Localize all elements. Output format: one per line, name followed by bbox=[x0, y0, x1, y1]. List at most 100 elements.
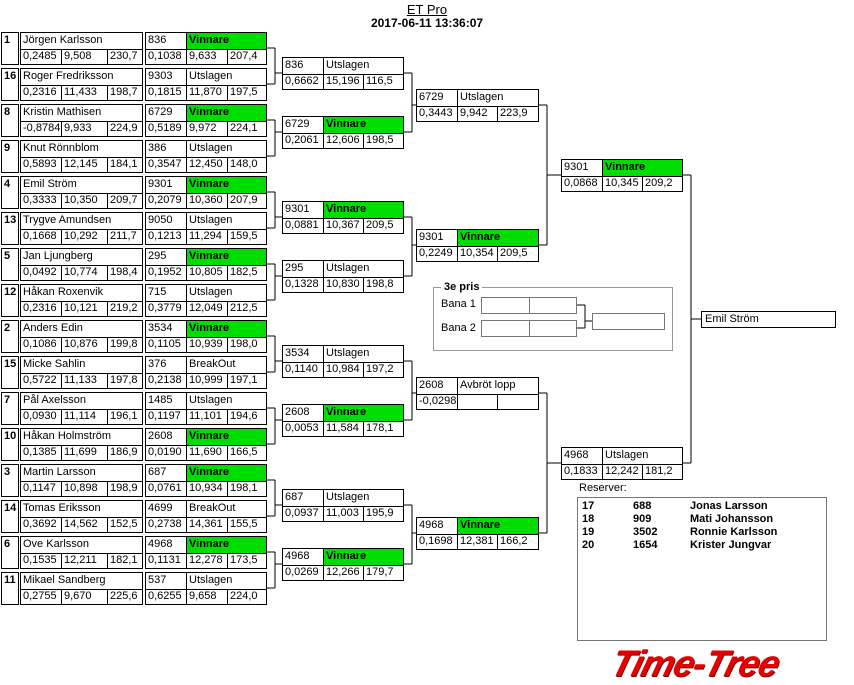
elapsed-time: 9,942 bbox=[457, 106, 497, 122]
driver-name: Pål Axelsson bbox=[23, 394, 86, 406]
result-status: Utslagen bbox=[186, 573, 266, 589]
reaction-time: 0,0053 bbox=[285, 422, 319, 434]
reaction-time: 0,2316 bbox=[23, 86, 57, 98]
driver-name: Jan Ljungberg bbox=[23, 250, 93, 262]
elapsed-time: 10,876 bbox=[61, 337, 107, 353]
speed: 211,7 bbox=[107, 229, 142, 245]
reaction-time: 0,2061 bbox=[285, 134, 319, 146]
lane-2-field[interactable] bbox=[481, 320, 577, 337]
reaction-time: 0,3692 bbox=[23, 518, 57, 530]
elapsed-time: 15,196 bbox=[323, 74, 363, 90]
reaction-time: 0,2138 bbox=[148, 374, 182, 386]
speed: 198,0 bbox=[227, 337, 266, 353]
elapsed-time: 10,121 bbox=[61, 301, 107, 317]
car-number: 2608 bbox=[285, 406, 310, 418]
seed-number: 15 bbox=[1, 356, 19, 389]
reserves-label: Reserver: bbox=[579, 482, 627, 494]
car-number: 1485 bbox=[148, 394, 173, 406]
reserve-no: 19 bbox=[582, 526, 595, 538]
speed: 197,8 bbox=[107, 373, 142, 389]
driver-name: Micke Sahlin bbox=[23, 358, 86, 370]
result-status: Vinnare bbox=[323, 549, 403, 565]
elapsed-time: 10,345 bbox=[602, 176, 642, 192]
elapsed-time: 11,133 bbox=[61, 373, 107, 389]
elapsed-time: 9,508 bbox=[61, 49, 107, 65]
speed: 198,9 bbox=[107, 481, 142, 497]
seed-number: 6 bbox=[1, 536, 19, 569]
reaction-time: 0,1668 bbox=[23, 230, 57, 242]
speed: 155,5 bbox=[227, 517, 266, 533]
reaction-time: 0,1385 bbox=[23, 446, 57, 458]
speed: 197,1 bbox=[227, 373, 266, 389]
reserve-no: 17 bbox=[582, 500, 595, 512]
speed: 199,8 bbox=[107, 337, 142, 353]
car-number: 9050 bbox=[148, 214, 173, 226]
speed: 198,4 bbox=[107, 265, 142, 281]
speed: 197,5 bbox=[227, 85, 266, 101]
lane-1-field[interactable] bbox=[481, 297, 577, 314]
car-number: 537 bbox=[148, 574, 167, 586]
reaction-time: 0,2755 bbox=[23, 590, 57, 602]
car-number: 6729 bbox=[148, 106, 173, 118]
speed: 195,9 bbox=[363, 506, 403, 522]
speed bbox=[497, 394, 538, 410]
reaction-time: 0,3443 bbox=[419, 107, 453, 119]
seed-number: 12 bbox=[1, 284, 19, 317]
driver-name: Roger Fredriksson bbox=[23, 70, 114, 82]
reaction-time: 0,0761 bbox=[148, 482, 182, 494]
elapsed-time: 9,933 bbox=[61, 121, 107, 137]
speed: 209,5 bbox=[497, 246, 538, 262]
elapsed-time: 12,278 bbox=[186, 553, 227, 569]
speed: 166,5 bbox=[227, 445, 266, 461]
speed: 209,5 bbox=[363, 218, 403, 234]
speed: 186,9 bbox=[107, 445, 142, 461]
